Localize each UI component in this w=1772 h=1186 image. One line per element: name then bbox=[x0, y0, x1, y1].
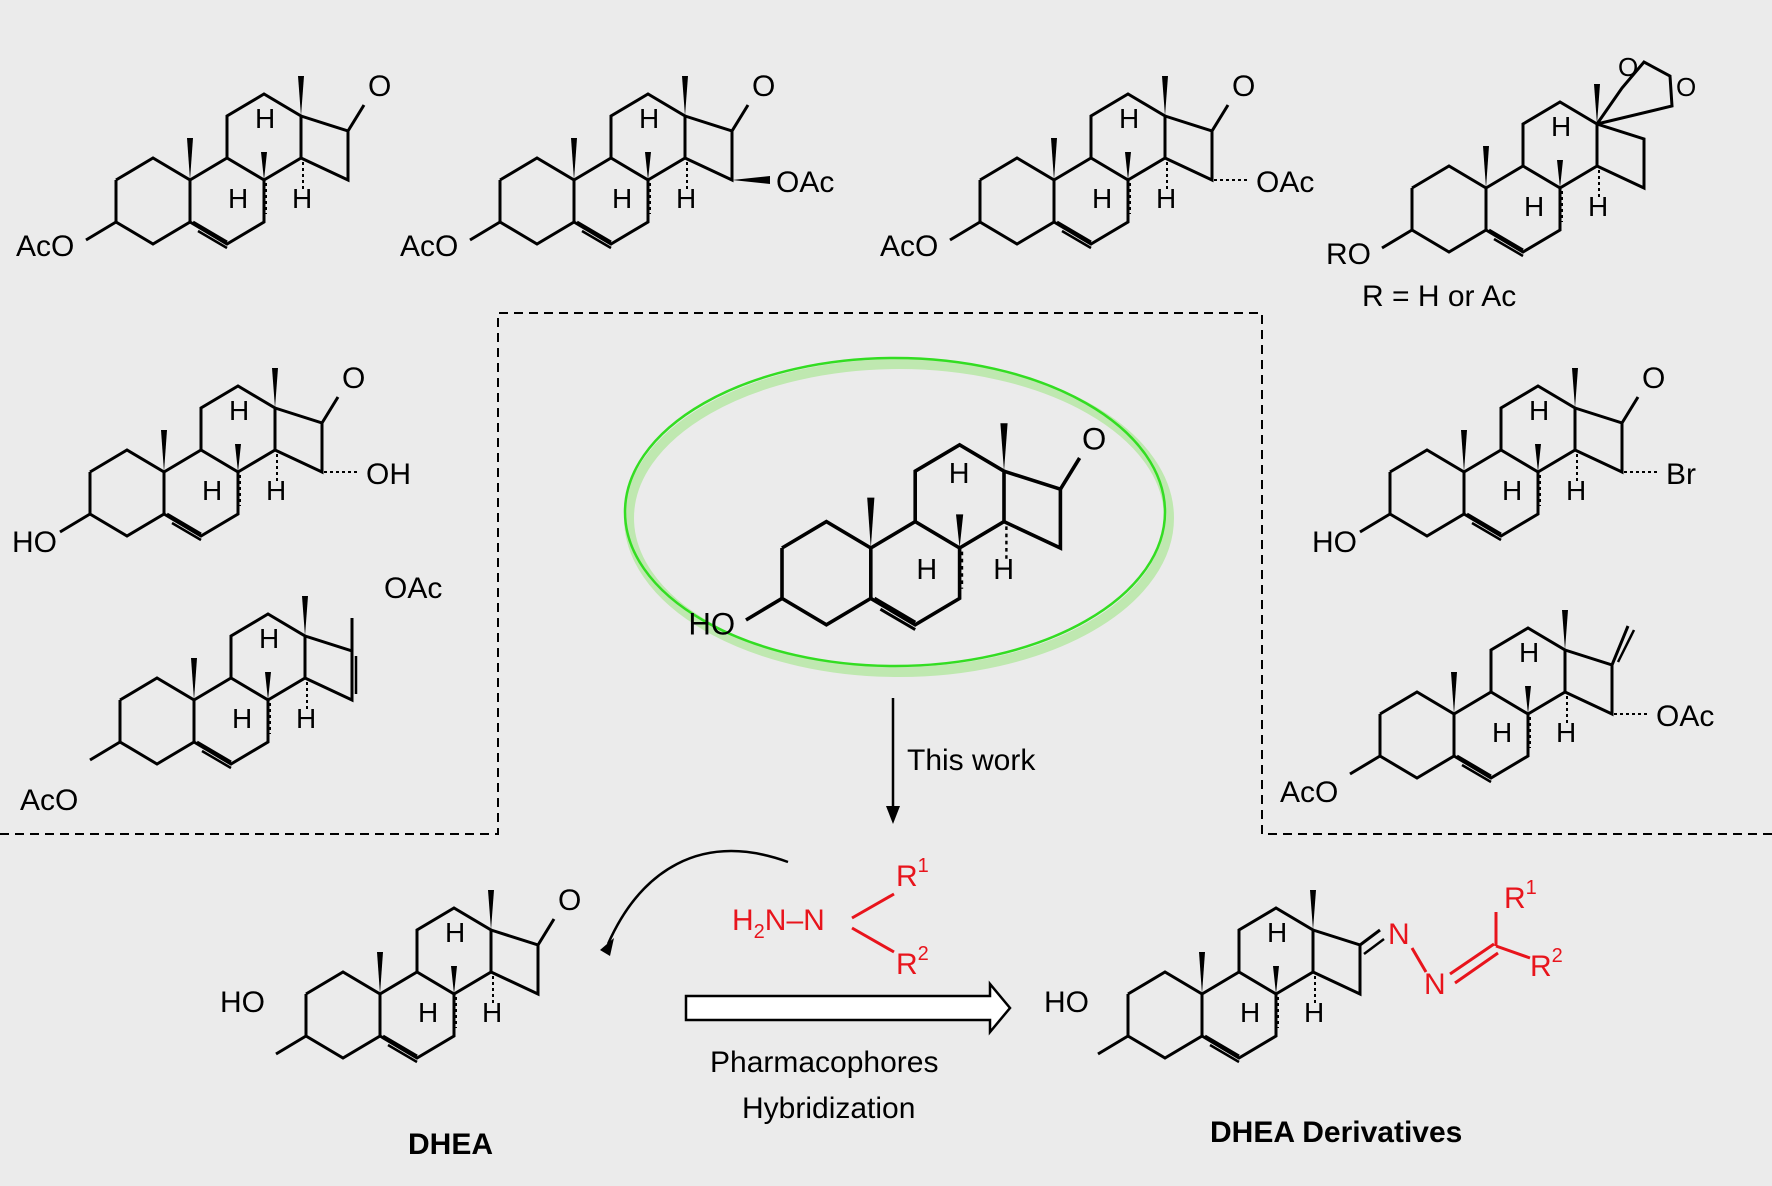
svg-text:O: O bbox=[342, 362, 365, 395]
curved-arrow bbox=[606, 849, 789, 945]
svg-text:Br: Br bbox=[1666, 458, 1696, 491]
svg-text:H: H bbox=[1529, 395, 1549, 426]
svg-text:O: O bbox=[1642, 362, 1665, 395]
compound-16alpha-bromo: HO O Br H H H bbox=[1312, 362, 1696, 559]
process-label-line2: Hybridization bbox=[742, 1092, 915, 1125]
down-arrow-head bbox=[886, 806, 900, 824]
svg-text:AcO: AcO bbox=[16, 230, 74, 263]
svg-text:H: H bbox=[916, 554, 937, 586]
compound-3-acetoxy-dhea: AcO O H H H bbox=[16, 70, 391, 263]
svg-text:HO: HO bbox=[1312, 526, 1357, 559]
svg-text:O: O bbox=[1232, 70, 1255, 103]
svg-text:OAc: OAc bbox=[1256, 166, 1314, 199]
curved-arrow-head bbox=[600, 938, 614, 956]
dhea-label: DHEA bbox=[408, 1128, 493, 1161]
svg-text:R2: R2 bbox=[896, 943, 929, 981]
highlight-ellipse bbox=[623, 356, 1167, 668]
dashed-frame bbox=[0, 312, 1772, 835]
svg-text:O: O bbox=[1676, 72, 1696, 102]
svg-text:OAc: OAc bbox=[1656, 700, 1714, 733]
svg-text:H: H bbox=[482, 997, 502, 1028]
svg-text:R1: R1 bbox=[1504, 877, 1537, 915]
svg-text:H: H bbox=[1588, 191, 1608, 222]
svg-text:H: H bbox=[292, 183, 312, 214]
svg-text:H: H bbox=[1156, 183, 1176, 214]
svg-text:N: N bbox=[1424, 968, 1446, 1001]
svg-text:H: H bbox=[1119, 103, 1139, 134]
svg-text:OAc: OAc bbox=[384, 572, 442, 605]
svg-text:O: O bbox=[368, 70, 391, 103]
product-hydrazone-chain: N N R1 R2 bbox=[1388, 877, 1563, 1001]
svg-text:AcO: AcO bbox=[400, 230, 458, 263]
svg-text:H: H bbox=[993, 554, 1014, 586]
svg-text:H: H bbox=[1267, 917, 1287, 948]
svg-text:H: H bbox=[1551, 111, 1571, 142]
svg-text:H: H bbox=[296, 703, 316, 734]
svg-text:AcO: AcO bbox=[20, 784, 78, 817]
compound-16beta-acetoxy: AcO O OAc H H H bbox=[400, 70, 834, 263]
svg-text:H: H bbox=[259, 623, 279, 654]
arrow-label: This work bbox=[907, 744, 1036, 777]
svg-text:H: H bbox=[445, 917, 465, 948]
compound-16alpha-acetoxy: AcO O OAc H H H bbox=[880, 70, 1314, 263]
svg-text:O: O bbox=[558, 884, 581, 917]
svg-text:H: H bbox=[418, 997, 438, 1028]
compound-dhea: HO O H H H bbox=[220, 884, 581, 1064]
process-label-line1: Pharmacophores bbox=[710, 1046, 938, 1079]
svg-text:HO: HO bbox=[220, 986, 265, 1019]
svg-text:HO: HO bbox=[688, 606, 735, 641]
compound-17-methylene: AcO OAc H H H bbox=[1280, 608, 1714, 809]
svg-text:H: H bbox=[1524, 191, 1544, 222]
svg-text:H: H bbox=[1556, 717, 1576, 748]
svg-text:H: H bbox=[1502, 475, 1522, 506]
svg-text:H: H bbox=[1304, 997, 1324, 1028]
svg-text:OAc: OAc bbox=[776, 166, 834, 199]
compound-16alpha-hydroxy: HO O OH H H H bbox=[12, 362, 411, 559]
svg-text:N: N bbox=[1388, 918, 1410, 951]
svg-text:H: H bbox=[1240, 997, 1260, 1028]
highlight-ellipse-shadow bbox=[624, 359, 1174, 677]
hydrazone-reagent: H2N–N R1 R2 bbox=[732, 855, 929, 981]
svg-text:H: H bbox=[232, 703, 252, 734]
svg-text:AcO: AcO bbox=[880, 230, 938, 263]
svg-text:H: H bbox=[1492, 717, 1512, 748]
svg-text:H: H bbox=[202, 475, 222, 506]
svg-text:H: H bbox=[229, 395, 249, 426]
compound-17-enol-acetate: AcO OAc H H H bbox=[20, 572, 442, 817]
svg-text:H2N–N: H2N–N bbox=[732, 904, 825, 943]
svg-text:O: O bbox=[1082, 422, 1106, 457]
svg-text:H: H bbox=[228, 183, 248, 214]
svg-text:OH: OH bbox=[366, 458, 411, 491]
svg-text:H: H bbox=[266, 475, 286, 506]
compound-dhea-highlighted: HO O H H H bbox=[688, 421, 1106, 641]
svg-text:H: H bbox=[612, 183, 632, 214]
svg-text:HO: HO bbox=[12, 526, 57, 559]
svg-text:O: O bbox=[752, 70, 775, 103]
derivatives-label: DHEA Derivatives bbox=[1210, 1116, 1462, 1149]
svg-text:R = H or Ac: R = H or Ac bbox=[1362, 280, 1516, 313]
svg-text:RO: RO bbox=[1326, 238, 1371, 271]
svg-text:H: H bbox=[1519, 637, 1539, 668]
svg-text:R2: R2 bbox=[1530, 945, 1563, 983]
svg-text:R1: R1 bbox=[896, 855, 929, 893]
compound-dhea-derivative: HO H H H bbox=[1044, 888, 1385, 1064]
svg-text:H: H bbox=[1566, 475, 1586, 506]
svg-text:H: H bbox=[676, 183, 696, 214]
svg-text:HO: HO bbox=[1044, 986, 1089, 1019]
svg-text:H: H bbox=[1092, 183, 1112, 214]
svg-text:H: H bbox=[255, 103, 275, 134]
svg-text:AcO: AcO bbox=[1280, 776, 1338, 809]
svg-text:O: O bbox=[1618, 52, 1638, 82]
process-arrow bbox=[684, 980, 1012, 1036]
svg-text:H: H bbox=[639, 103, 659, 134]
compound-17-ketal: RO O O H H H R = H or Ac bbox=[1326, 52, 1696, 313]
svg-text:H: H bbox=[949, 458, 970, 490]
